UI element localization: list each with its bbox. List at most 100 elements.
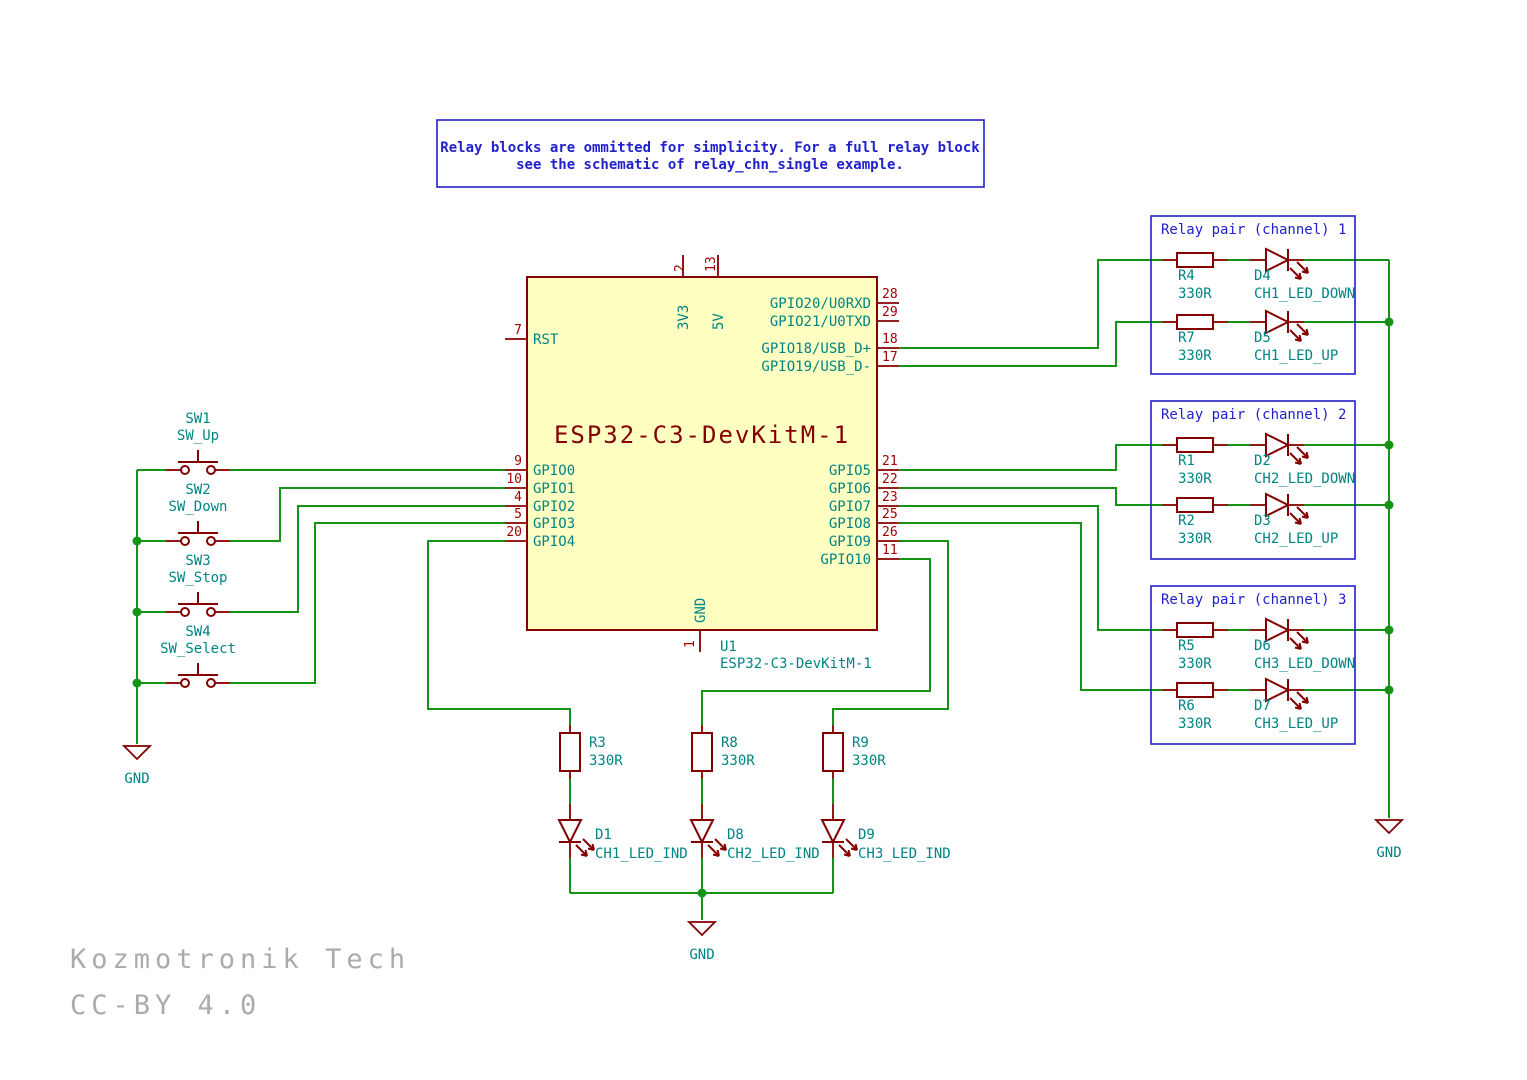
component-sw2: SW2 SW_Down [165,482,231,546]
component-sw3: SW3 SW_Stop [165,553,231,617]
chip-pin-gpio10: 11 GPIO10 [820,543,899,568]
chip-pin-3v3: 2 3V3 [673,255,692,330]
led-value: CH1_LED_UP [1254,348,1338,364]
led-value: CH2_LED_IND [727,846,820,862]
pin-name: GPIO20/U0RXD [770,296,871,312]
note-line-1: Relay blocks are ommitted for simplicity… [440,140,980,156]
chip-pin-gnd: 1 GND [683,598,709,652]
pin-number: 4 [514,490,522,505]
junction-dot [1384,685,1394,695]
switch-value: SW_Down [168,499,227,515]
relay-block-title: Relay pair (channel) 2 [1161,407,1346,423]
resistor-symbol [1161,252,1229,268]
gnd-left: GND [123,745,151,787]
pin-number: 22 [882,472,898,487]
resistor-value: 330R [1178,656,1212,672]
pin-number: 5 [514,507,522,522]
junction-dot [1384,440,1394,450]
chip-pin-gpio18: 18 GPIO18/USB_D+ [761,332,899,357]
resistor-ref: R3 [589,735,606,751]
title-block-company: Kozmotronik Tech [70,944,410,975]
pin-name: GPIO7 [829,499,871,515]
relay-block-border [1150,215,1356,375]
gnd-label: GND [689,947,714,963]
indicator-ch3: R9 330R D9 CH3_LED_IND [821,724,951,862]
chip-value: ESP32-C3-DevKitM-1 [720,656,872,672]
switch-symbol [165,662,231,688]
chip-refdes: U1 [720,639,737,655]
pin-number: 21 [882,454,898,469]
switch-ref: SW1 [185,411,210,427]
pin-number: 20 [506,525,522,540]
gnd-symbol [1375,819,1403,834]
led-symbol [558,803,595,859]
resistor-ref: R8 [721,735,738,751]
switch-symbol [165,520,231,546]
resistor-symbol [559,724,581,780]
note-line-2: see the schematic of relay_chn_single ex… [516,157,904,173]
resistor-symbol [822,724,844,780]
pin-number: 23 [882,490,898,505]
pin-name: GPIO0 [533,463,575,479]
pin-name: GPIO8 [829,516,871,532]
wire-gpio10-r8 [701,558,931,725]
chip-pin-gpio20: 28 GPIO20/U0RXD [770,287,899,312]
wires [132,259,1394,920]
resistor-value: 330R [1178,471,1212,487]
resistor-ref: R2 [1178,513,1195,529]
pin-number: 13 [704,256,719,272]
pin-name: GPIO5 [829,463,871,479]
chip-pin-gpio8: 25 GPIO8 [829,507,899,532]
pin-number: 9 [514,454,522,469]
led-ref: D8 [727,827,744,843]
pin-name: GND [693,598,709,623]
chip-name: ESP32-C3-DevKitM-1 [554,421,850,449]
title-block: Kozmotronik Tech CC-BY 4.0 [70,944,410,1021]
pin-name: GPIO3 [533,516,575,532]
pin-number: 18 [882,332,898,347]
pin-name: GPIO19/USB_D- [761,359,871,375]
pin-name: 5V [711,313,727,330]
led-value: CH2_LED_DOWN [1254,471,1355,487]
chip-pin-gpio0: 9 GPIO0 [505,454,575,479]
pin-number: 28 [882,287,898,302]
relay-block-title: Relay pair (channel) 3 [1161,592,1346,608]
chip-pin-gpio4: 20 GPIO4 [505,525,575,550]
junction-dot [132,536,142,546]
led-ref: D5 [1254,330,1271,346]
gnd-symbol [688,921,716,936]
relay-block-border [1150,400,1356,560]
resistor-ref: R1 [1178,453,1195,469]
title-block-license: CC-BY 4.0 [70,990,261,1021]
wire-gpio18-ch1r1 [899,259,1162,349]
pin-name: GPIO1 [533,481,575,497]
resistor-value: 330R [721,753,755,769]
wire-sw4-gpio3 [230,522,505,684]
chip-pin-gpio5: 21 GPIO5 [829,454,899,479]
switch-value: SW_Stop [168,570,227,586]
gnd-right: GND [1375,819,1403,861]
junction-dot [1384,317,1394,327]
gnd-label: GND [124,771,149,787]
resistor-ref: R7 [1178,330,1195,346]
wire-gpio7-ch3r1 [899,505,1162,631]
resistor-symbol [1161,682,1229,698]
chip-pin-gpio6: 22 GPIO6 [829,472,899,497]
chip-pin-5v: 13 5V [704,255,727,330]
junction-dot [132,678,142,688]
resistor-value: 330R [1178,348,1212,364]
resistor-symbol [691,724,713,780]
led-symbol [690,803,727,859]
switch-value: SW_Select [160,641,236,657]
led-ref: D7 [1254,698,1271,714]
junction-dot [1384,500,1394,510]
note-box-border [436,119,985,188]
wire-gpio9-r9 [832,540,949,725]
pin-number: 29 [882,305,898,320]
resistor-ref: R9 [852,735,869,751]
chip-pin-gpio3: 5 GPIO3 [505,507,575,532]
relay-block-1: Relay pair (channel) 1 R4 330R D4 CH1_LE… [1150,215,1356,375]
pin-name: GPIO21/U0TXD [770,314,871,330]
resistor-value: 330R [852,753,886,769]
